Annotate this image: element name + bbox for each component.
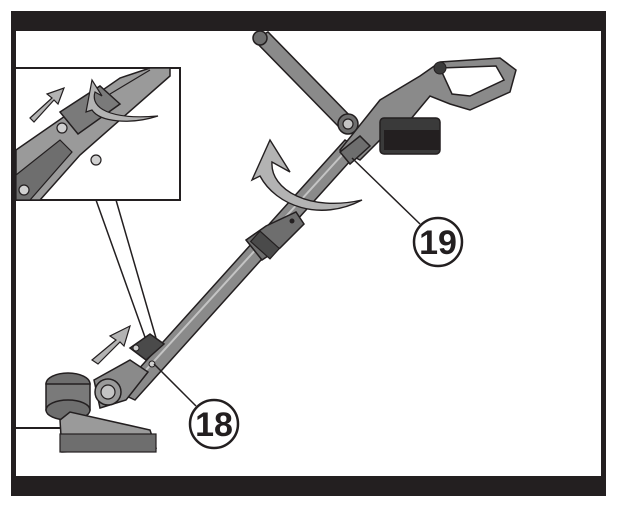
callout-leaders [153,157,421,407]
diagram-frame [11,11,606,496]
mid-lock-sleeve [244,211,305,262]
callout-18: 18 [188,398,240,450]
inset-leader-lines [95,199,157,341]
rotate-arrow-icon [250,138,363,211]
zoom-inset [15,67,181,201]
motor-housing [338,57,517,161]
callout-19-label: 19 [419,224,457,262]
rotate-arrow-icon [85,78,159,122]
push-arrow-icon [29,87,66,123]
callout-18-label: 18 [195,406,233,444]
push-arrow-icon [90,324,131,365]
callout-19: 19 [412,216,464,268]
head-rotation-collar [128,333,166,368]
inset-shaft-detail [15,67,171,201]
upper-handle [252,30,359,135]
shaft-lock-collar [338,134,372,166]
trimmer-head [16,359,158,453]
